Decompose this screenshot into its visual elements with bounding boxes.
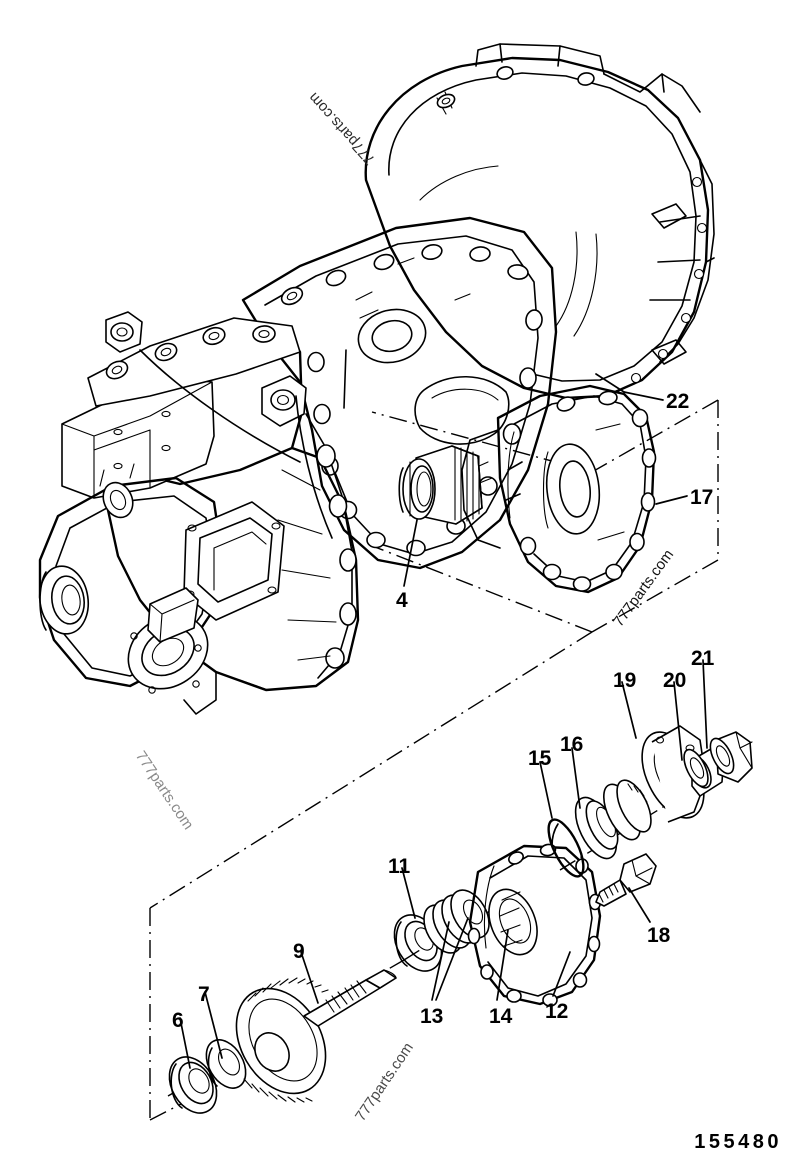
callout-21[interactable]: 21 [691,647,715,670]
part-6-bearing [168,1056,218,1114]
drawing-number: 155480 [694,1131,782,1153]
callout-19[interactable]: 19 [613,669,637,692]
callout-16[interactable]: 16 [560,733,584,756]
part-15-snapring [547,818,585,878]
callout-9[interactable]: 9 [293,940,305,963]
callout-20[interactable]: 20 [663,669,687,692]
bearing-stack [602,779,652,841]
callout-15[interactable]: 15 [528,747,552,770]
transfer-output-housing [461,384,657,594]
part-21-nut [709,731,753,783]
part-9-gear-shaft [235,969,397,1103]
part-18-bolt [595,853,657,907]
part-13-shims [423,889,490,954]
callout-17[interactable]: 17 [690,486,714,509]
callout-22[interactable]: 22 [666,390,690,413]
bell-housing [364,43,715,400]
callout-4[interactable]: 4 [396,589,408,612]
callout-leaders [179,373,708,1069]
callout-12[interactable]: 12 [545,1000,569,1023]
gear-teeth-4 [451,445,483,525]
callout-18[interactable]: 18 [647,924,671,947]
part-7-spacer [205,1039,247,1089]
callout-7[interactable]: 7 [198,983,210,1006]
callout-11[interactable]: 11 [388,855,411,878]
shaft-splines [325,980,367,1013]
callout-13[interactable]: 13 [420,1005,444,1028]
part-12-cover [467,843,602,1007]
callout-14[interactable]: 14 [489,1005,513,1028]
gear-teeth-9 [243,977,329,1103]
input-gear-bearing-4 [398,445,483,525]
main-gearbox-housing [38,311,360,715]
frame-lower [149,631,593,909]
part-20-washer [683,748,709,788]
intermediate-housing [241,216,558,570]
output-shaft-assembly [167,725,753,1114]
callout-6[interactable]: 6 [172,1009,184,1032]
